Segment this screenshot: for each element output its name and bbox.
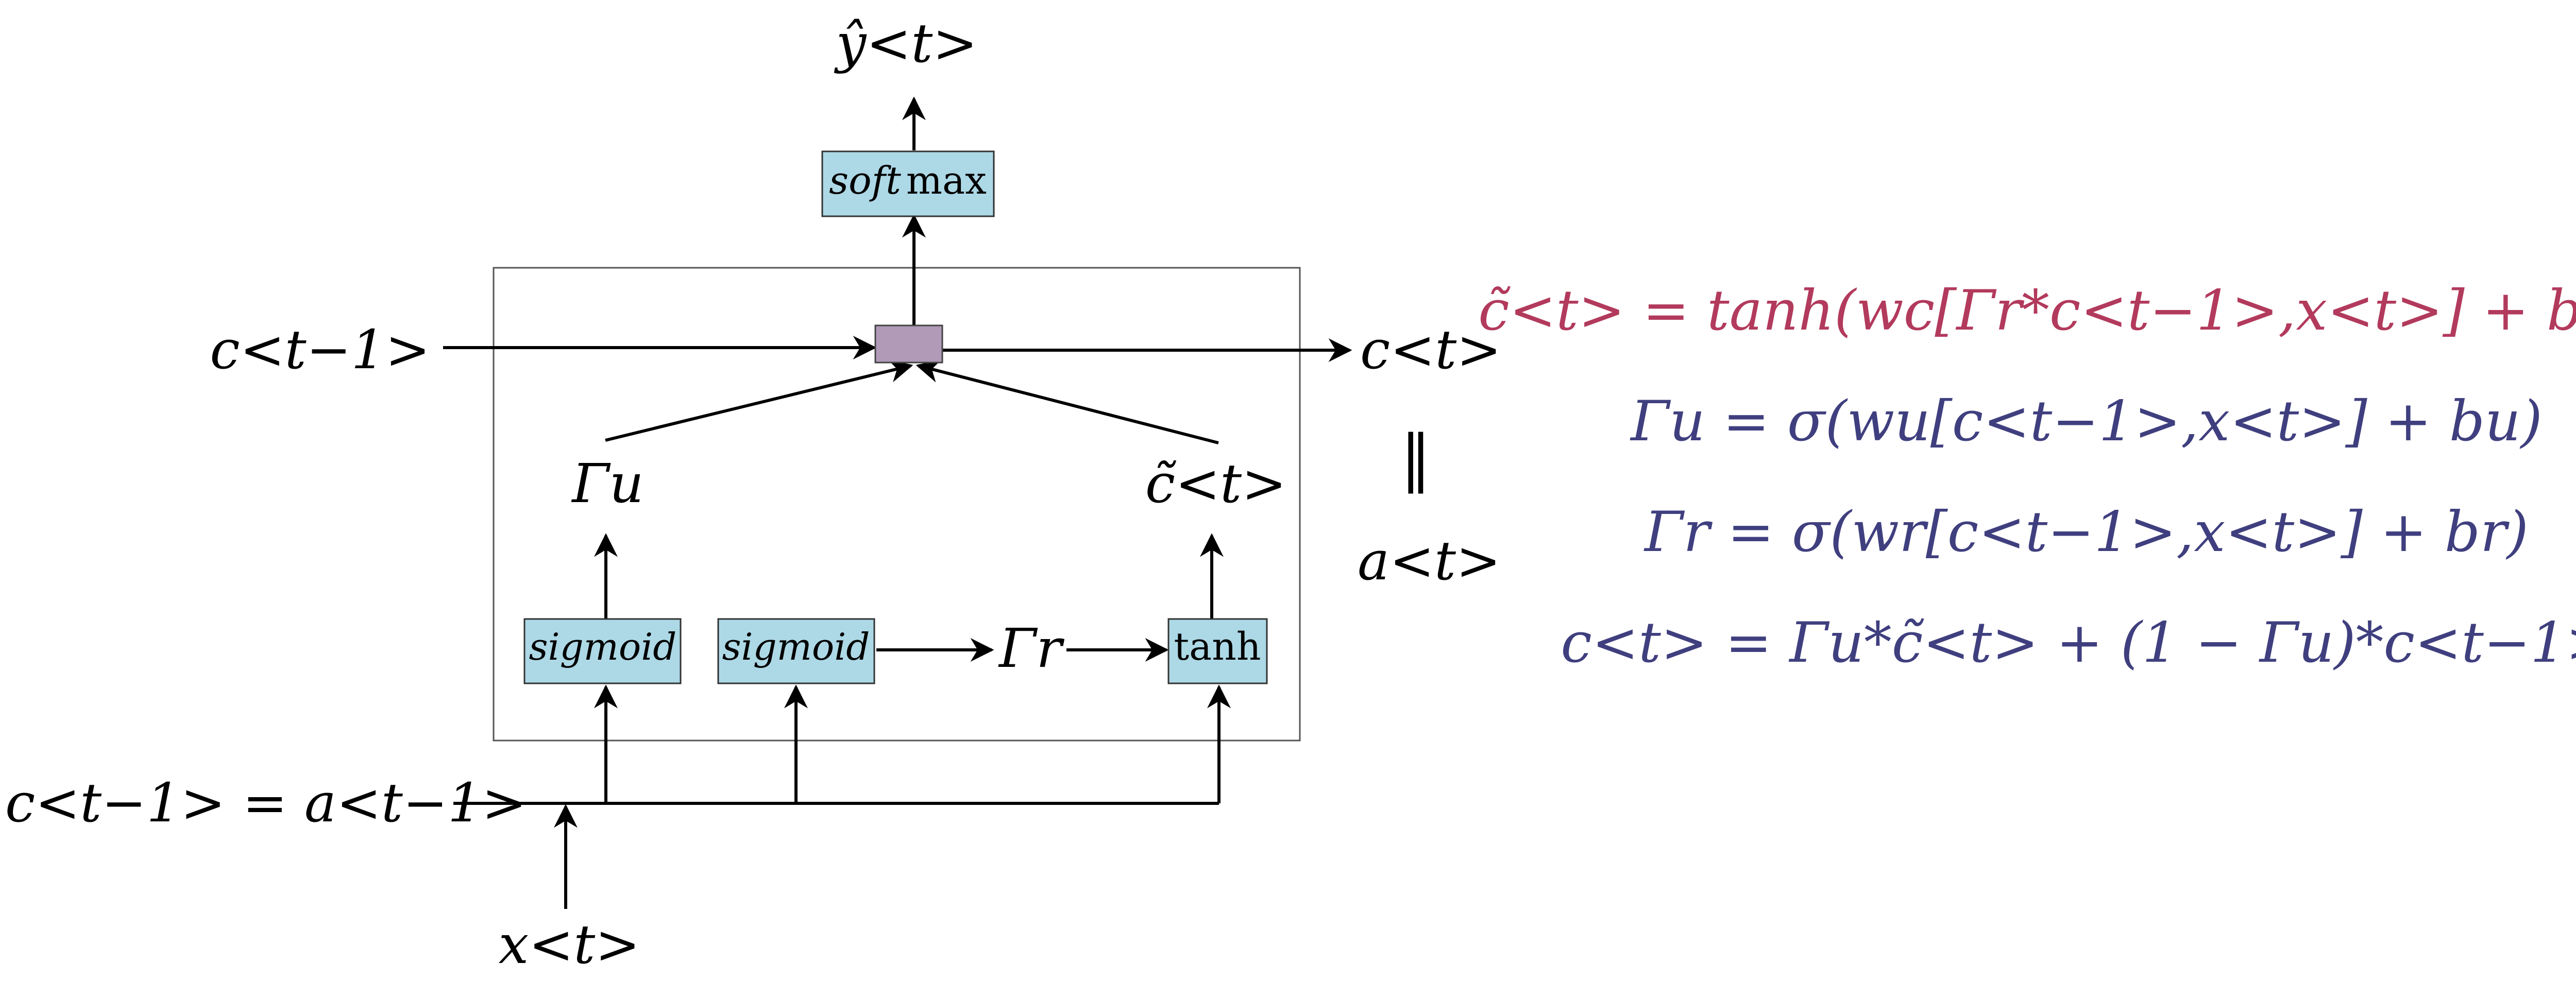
sigmoid-1-label: sigmoid <box>529 625 677 668</box>
output-y-hat-label: ŷ<t> <box>834 12 978 75</box>
input-c-equals-a-label: c<t−1> = a<t−1> <box>5 771 527 834</box>
equations: c̃<t> = tanh(wc[Γr*c<t−1>,x<t>] + bc) Γu… <box>1478 279 2576 675</box>
connections <box>443 96 1352 909</box>
c-out-label: c<t> <box>1360 318 1501 381</box>
sigmoid-box-1 <box>523 618 682 684</box>
c-prev-label: c<t−1> <box>210 318 430 381</box>
equation-c-tilde: c̃<t> = tanh(wc[Γr*c<t−1>,x<t>] + bc) <box>1478 279 2576 343</box>
gamma-r-label: Γr <box>998 617 1064 680</box>
tanh-box <box>1167 618 1268 684</box>
combine-gate <box>874 324 943 364</box>
equation-gamma-r: Γr = σ(wr[c<t−1>,x<t>] + br) <box>1643 500 2529 564</box>
c-tilde-label: c̃<t> <box>1145 452 1286 515</box>
sigmoid-2-label: sigmoid <box>722 625 870 668</box>
a-out-label: a<t> <box>1358 529 1501 592</box>
equals-bar: ‖ <box>1400 422 1431 494</box>
softmax-box <box>821 150 995 217</box>
gamma-u-to-gate-arrow <box>605 359 913 442</box>
c-tilde-to-gate-arrow <box>916 359 1219 444</box>
gamma-u-label: Γu <box>571 452 643 515</box>
equation-c-update: c<t> = Γu*c̃<t> + (1 − Γu)*c<t−1> <box>1561 611 2576 675</box>
tanh-label: tanh <box>1174 625 1261 669</box>
equation-gamma-u: Γu = σ(wu[c<t−1>,x<t>] + bu) <box>1630 389 2542 454</box>
cell-frame <box>493 267 1301 742</box>
sigmoid-box-2 <box>717 618 875 684</box>
input-x-label: x<t> <box>499 913 640 976</box>
